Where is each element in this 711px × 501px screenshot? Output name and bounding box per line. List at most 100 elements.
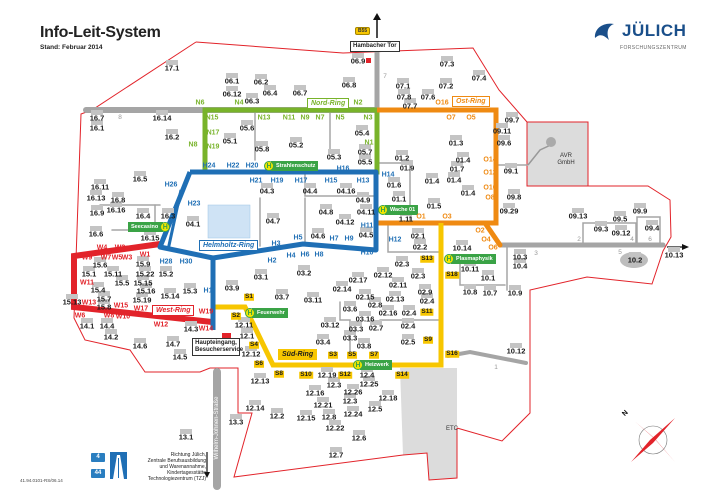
building-label[interactable]: 02.15: [355, 292, 375, 302]
building-label[interactable]: 03.4: [315, 337, 331, 347]
building-label[interactable]: 03.2: [296, 268, 312, 278]
building-label[interactable]: 09.7: [504, 115, 520, 125]
building-label[interactable]: 05.4: [354, 128, 370, 138]
building-label[interactable]: 06.8: [341, 80, 357, 90]
building-label[interactable]: 09.3: [593, 224, 609, 234]
building-label[interactable]: 14.4: [99, 321, 115, 331]
building-label[interactable]: 16.14: [152, 113, 172, 123]
building-label[interactable]: 17.1: [164, 63, 180, 73]
building-label[interactable]: 16.1: [89, 123, 105, 133]
building-label[interactable]: 16.5: [132, 174, 148, 184]
building-label[interactable]: 10.11: [460, 264, 480, 274]
building-label[interactable]: 16.16: [106, 205, 126, 215]
building-label[interactable]: 02.9: [417, 287, 433, 297]
building-label[interactable]: 12.11: [234, 320, 254, 330]
building-label[interactable]: 01.9: [399, 163, 415, 173]
building-label[interactable]: 13.3: [228, 417, 244, 427]
building-label[interactable]: 1.11: [398, 214, 414, 224]
building-label[interactable]: 14.6: [132, 341, 148, 351]
building-label[interactable]: 09.4: [644, 223, 660, 233]
building-label[interactable]: 10.2: [627, 255, 643, 265]
building-label[interactable]: 04.6: [310, 231, 326, 241]
building-label[interactable]: 02.11: [388, 280, 408, 290]
building-label[interactable]: 02.3: [394, 259, 410, 269]
building-label[interactable]: 12.16: [305, 388, 325, 398]
building-label[interactable]: 09.6: [496, 138, 512, 148]
building-label[interactable]: 15.5: [114, 278, 130, 288]
building-label[interactable]: 14.2: [103, 332, 119, 342]
building-label[interactable]: 14.7: [165, 339, 181, 349]
building-label[interactable]: 03.12: [320, 320, 340, 330]
building-label[interactable]: 02.4: [400, 321, 416, 331]
building-label[interactable]: 15.11: [103, 269, 123, 279]
building-label[interactable]: 10.8: [462, 287, 478, 297]
building-label[interactable]: 15.3: [182, 286, 198, 296]
building-label[interactable]: 12.22: [325, 423, 345, 433]
building-label[interactable]: 04.7: [265, 216, 281, 226]
building-label[interactable]: 09.8: [506, 192, 522, 202]
building-label[interactable]: 06.2: [253, 77, 269, 87]
building-label[interactable]: 02.12: [373, 270, 393, 280]
building-label[interactable]: 15.6: [92, 260, 108, 270]
building-label[interactable]: 10.7: [482, 288, 498, 298]
building-label[interactable]: 16.8: [110, 195, 126, 205]
building-label[interactable]: 15.8: [96, 302, 112, 312]
building-label[interactable]: 07.8: [396, 92, 412, 102]
building-label[interactable]: 04.1: [185, 219, 201, 229]
building-label[interactable]: 07.4: [471, 73, 487, 83]
building-label[interactable]: 04.9: [355, 195, 371, 205]
building-label[interactable]: 12.14: [245, 403, 265, 413]
building-label[interactable]: 12.13: [250, 376, 270, 386]
building-label[interactable]: 04.5: [358, 230, 374, 240]
building-label[interactable]: 05.5: [357, 157, 373, 167]
building-label[interactable]: 03.16: [355, 314, 375, 324]
building-label[interactable]: 12.2: [269, 411, 285, 421]
building-label[interactable]: 03.7: [274, 292, 290, 302]
building-label[interactable]: 12.24: [343, 409, 363, 419]
building-label[interactable]: 03.6: [342, 304, 358, 314]
building-label[interactable]: 02.4: [401, 308, 417, 318]
building-label[interactable]: 02.17: [348, 275, 368, 285]
building-label[interactable]: 16.7: [89, 113, 105, 123]
building-label[interactable]: 01.6: [386, 180, 402, 190]
building-label[interactable]: 03.1: [253, 272, 269, 282]
building-label[interactable]: 14.3: [183, 324, 199, 334]
building-label[interactable]: 06.4: [262, 88, 278, 98]
building-label[interactable]: 15.14: [160, 291, 180, 301]
building-label[interactable]: 04.8: [318, 207, 334, 217]
building-label[interactable]: 04.16: [336, 186, 356, 196]
building-label[interactable]: 01.4: [446, 175, 462, 185]
building-label[interactable]: 14.5: [172, 352, 188, 362]
building-label[interactable]: 06.12: [222, 89, 242, 99]
building-label[interactable]: 01.5: [426, 201, 442, 211]
building-label[interactable]: 01.4: [424, 176, 440, 186]
building-label[interactable]: 13.1: [178, 432, 194, 442]
building-label[interactable]: 15.15: [133, 278, 153, 288]
building-label[interactable]: 12.4: [359, 370, 375, 380]
building-label[interactable]: 16.15: [140, 233, 160, 243]
building-label[interactable]: 09.1: [503, 166, 519, 176]
building-label[interactable]: 09.29: [499, 206, 519, 216]
building-label[interactable]: 12.6: [351, 433, 367, 443]
building-label[interactable]: 12.19: [317, 370, 337, 380]
building-label[interactable]: 02.3: [410, 271, 426, 281]
building-label[interactable]: 06.7: [292, 88, 308, 98]
building-label[interactable]: 15.4: [90, 285, 106, 295]
building-label[interactable]: 01.7: [449, 164, 465, 174]
building-label[interactable]: 07.7: [402, 101, 418, 111]
building-label[interactable]: 04.4: [302, 186, 318, 196]
building-label[interactable]: 03.3: [342, 333, 358, 343]
building-label[interactable]: 10.1: [480, 273, 496, 283]
building-label[interactable]: 15.1: [81, 269, 97, 279]
building-label[interactable]: 01.3: [448, 138, 464, 148]
building-label[interactable]: 09.13: [568, 211, 588, 221]
building-label[interactable]: 15.22: [135, 269, 155, 279]
building-label[interactable]: 03.11: [303, 295, 323, 305]
building-label[interactable]: 04.3: [259, 186, 275, 196]
building-label[interactable]: 09.5: [612, 214, 628, 224]
building-label[interactable]: 05.6: [239, 123, 255, 133]
building-label[interactable]: 12.5: [367, 404, 383, 414]
